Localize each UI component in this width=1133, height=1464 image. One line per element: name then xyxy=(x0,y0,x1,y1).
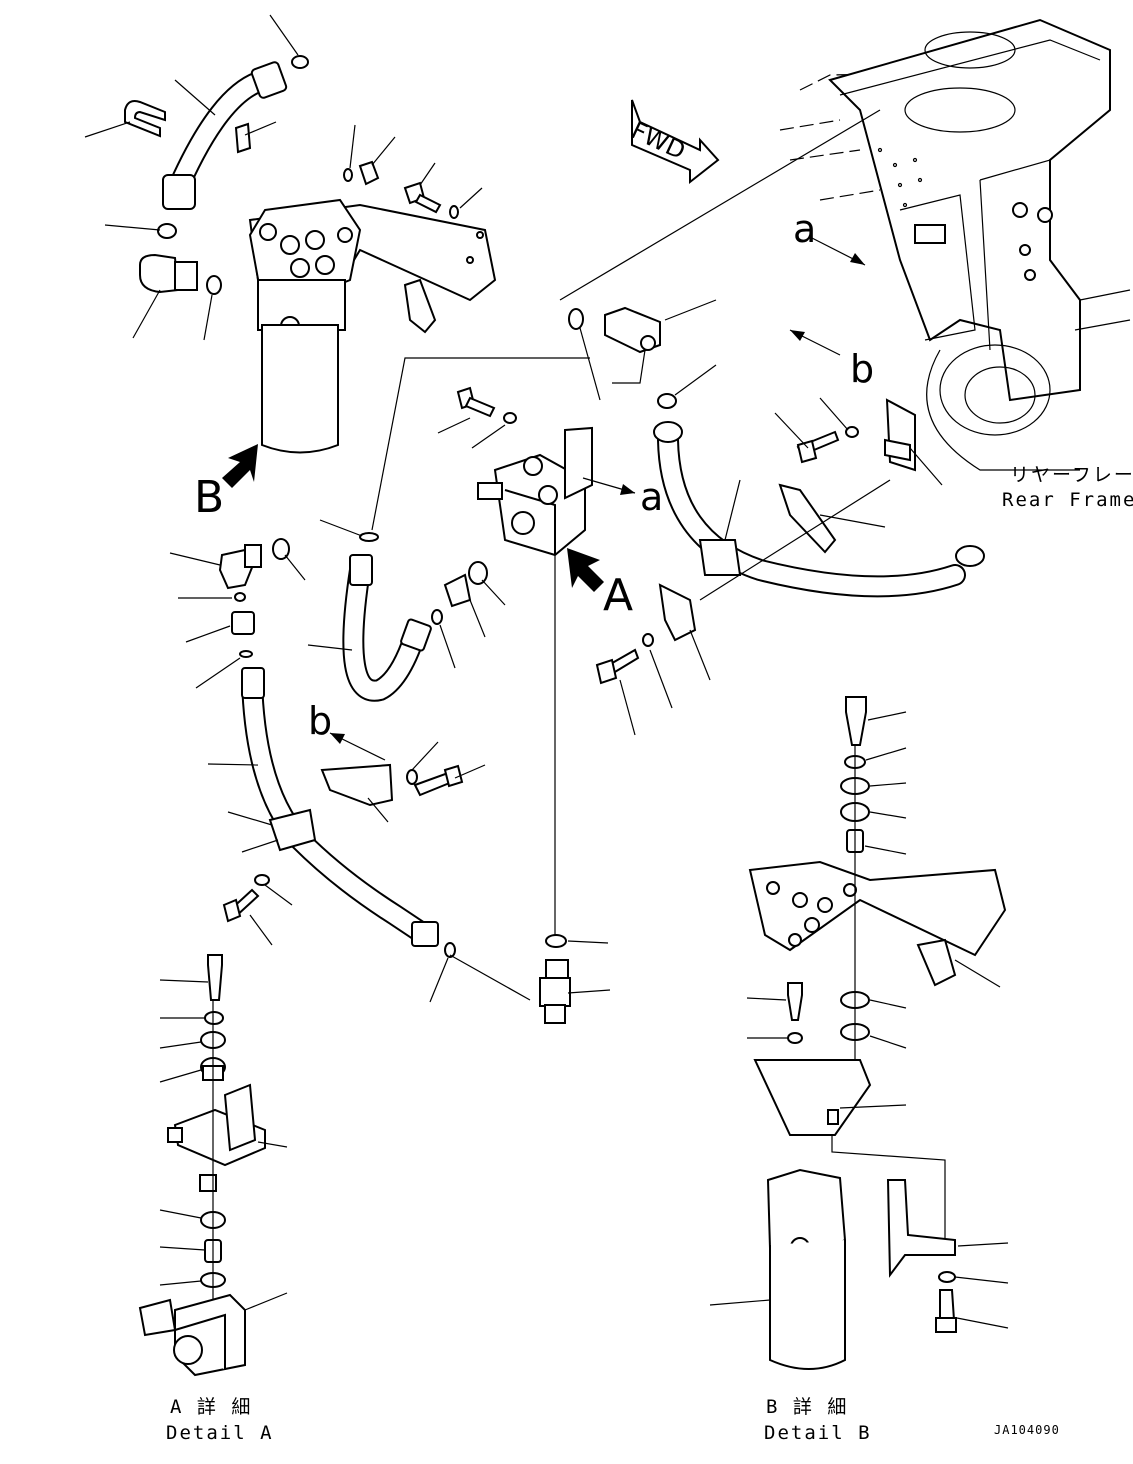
reference-arrows xyxy=(330,238,865,760)
upper-hose xyxy=(125,56,308,209)
ref-a-upper-label: a xyxy=(793,207,817,251)
leader-lines xyxy=(85,15,1008,1328)
filter-assembly xyxy=(140,162,495,453)
rear-frame-label-en: Rear Frame xyxy=(1002,489,1133,511)
left-hose-assembly xyxy=(220,539,530,1000)
ref-b-mid-label: b xyxy=(308,699,333,743)
valve-block xyxy=(432,388,592,935)
detail-a-label-en: Detail A xyxy=(166,1422,274,1444)
drawing-code: JA104090 xyxy=(994,1423,1060,1437)
view-a-label: A xyxy=(603,570,634,621)
detail-a-stack xyxy=(140,955,265,1375)
view-arrows xyxy=(222,444,604,592)
detail-a-label-jp: A 詳 細 xyxy=(170,1396,253,1418)
detail-b-label-jp: B 詳 細 xyxy=(766,1396,849,1418)
view-b-label: B xyxy=(194,472,225,523)
center-hose xyxy=(350,358,590,691)
ref-a-mid-label: a xyxy=(640,475,664,519)
elbow-fitting-upper xyxy=(569,308,676,408)
ref-b-upper-label: b xyxy=(850,347,875,391)
rear-frame xyxy=(780,20,1130,470)
fwd-direction-arrow xyxy=(632,100,718,182)
rear-frame-label-jp: リヤーフレーム xyxy=(1010,464,1133,486)
detail-b-stack xyxy=(750,697,1005,1369)
detail-b-label-en: Detail B xyxy=(764,1422,872,1444)
pressure-sensor xyxy=(540,935,570,1023)
right-hose xyxy=(597,400,984,683)
